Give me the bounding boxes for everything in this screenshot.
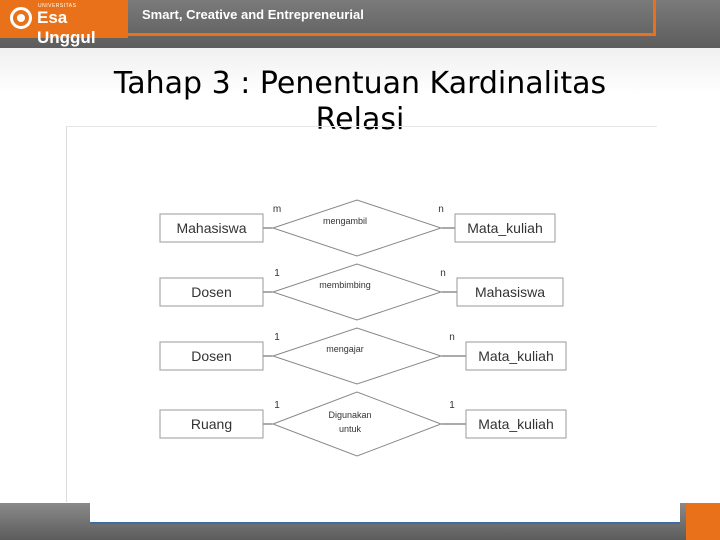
entity-label: Dosen: [191, 348, 231, 364]
slide-title: Tahap 3 : Penentuan Kardinalitas Relasi: [60, 66, 660, 138]
entity-box: [159, 341, 264, 371]
logo-text: Esa Unggul: [37, 8, 96, 47]
entity-label: Mahasiswa: [475, 284, 545, 300]
footer-blue-line: [90, 522, 680, 524]
entity-box: [454, 213, 556, 243]
cardinality-label: 1: [274, 268, 280, 279]
slide-title-line1: Tahap 3 : Penentuan Kardinalitas: [113, 66, 607, 101]
header-accent-tick: [653, 0, 656, 36]
relationship-label: mengambil: [323, 216, 367, 226]
relationship-diamond: [271, 327, 443, 385]
entity-box: [159, 213, 264, 243]
cardinality-label: 1: [274, 400, 280, 411]
cardinality-label: n: [449, 332, 455, 343]
entity-box: [159, 409, 264, 439]
cardinality-label: n: [440, 268, 446, 279]
logo-small-text: UNIVERSITAS: [38, 3, 77, 9]
relationship-diamond: [271, 199, 443, 257]
relationship-label: membimbing: [319, 280, 371, 290]
footer-orange-block: [686, 503, 720, 540]
entity-box: [465, 341, 567, 371]
relationship-label: mengajar: [326, 344, 364, 354]
diagram-frame: [66, 126, 657, 502]
footer-white-inset: [90, 503, 680, 522]
entity-label: Mahasiswa: [176, 220, 246, 236]
header-bar: UNIVERSITAS Esa Unggul Smart, Creative a…: [0, 0, 720, 48]
entity-label: Mata_kuliah: [467, 220, 543, 236]
cardinality-label: m: [273, 204, 281, 215]
entity-label: Dosen: [191, 284, 231, 300]
cardinality-label: 1: [274, 332, 280, 343]
header-accent-line: [128, 33, 656, 36]
logo: UNIVERSITAS Esa Unggul: [0, 0, 128, 47]
cardinality-label: n: [438, 204, 444, 215]
entity-box: [456, 277, 564, 307]
slide-title-line2: Relasi: [315, 102, 405, 137]
relationship-label: untuk: [339, 424, 362, 434]
relationship-label: Digunakan: [328, 410, 371, 420]
relationship-diamond: [271, 391, 443, 457]
logo-icon: [10, 7, 32, 29]
entity-label: Ruang: [191, 416, 232, 432]
entity-label: Mata_kuliah: [478, 348, 554, 364]
cardinality-label: 1: [449, 400, 455, 411]
entity-label: Mata_kuliah: [478, 416, 554, 432]
entity-box: [465, 409, 567, 439]
entity-box: [159, 277, 264, 307]
relationship-diamond: [271, 263, 443, 321]
tagline: Smart, Creative and Entrepreneurial: [142, 7, 364, 22]
